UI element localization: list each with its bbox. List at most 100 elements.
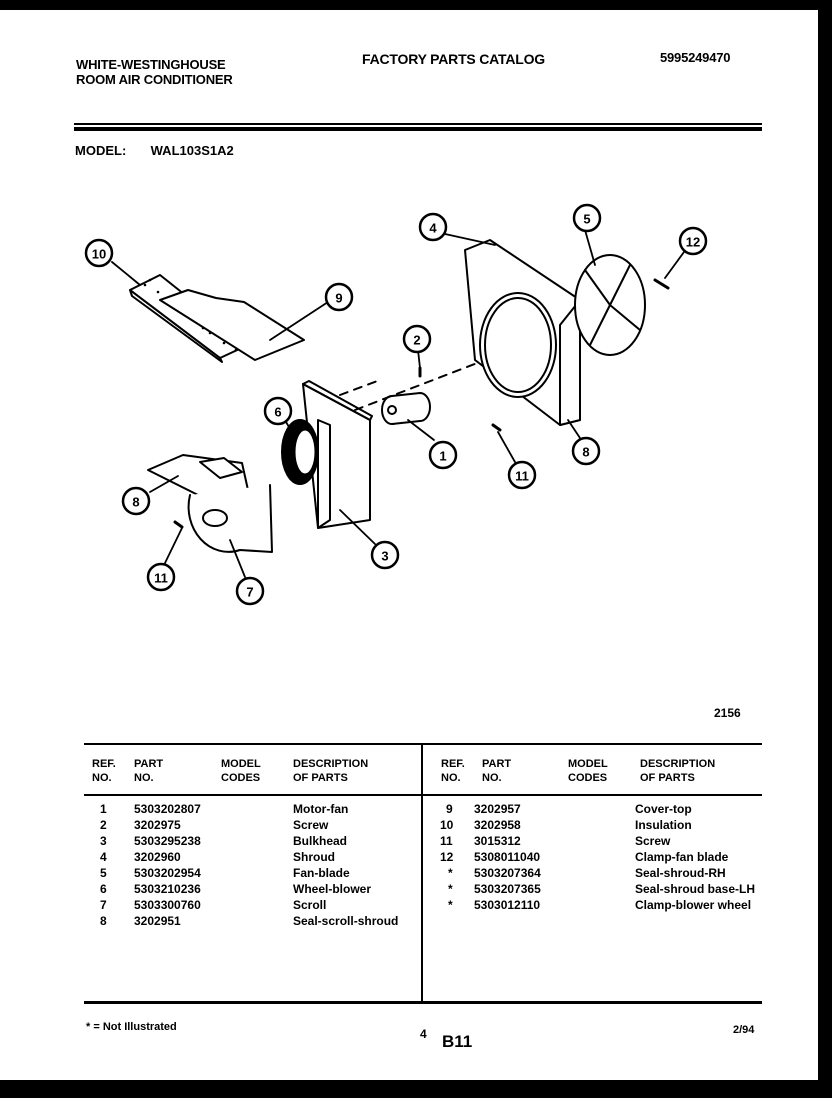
ref-cell: 7 [100, 898, 107, 912]
svg-text:8: 8 [132, 495, 139, 510]
desc-cell: Insulation [635, 818, 692, 832]
part-cell: 3202975 [134, 818, 181, 832]
svg-text:12: 12 [686, 235, 700, 250]
callout-9: 9 [324, 282, 354, 312]
svg-text:6: 6 [274, 405, 281, 420]
part-cell: 3202957 [474, 802, 521, 816]
svg-text:10: 10 [92, 247, 106, 262]
ref-cell: 11 [440, 834, 453, 848]
brand-name: WHITE-WESTINGHOUSE [76, 57, 226, 72]
scroll-part [147, 454, 273, 553]
desc-cell: Clamp-fan blade [635, 850, 729, 864]
callout-8-right: 8 [571, 436, 601, 466]
not-illustrated-legend: * = Not Illustrated [86, 1021, 177, 1033]
svg-text:4: 4 [429, 221, 437, 236]
product-type: ROOM AIR CONDITIONER [76, 72, 233, 87]
part-cell: 5303202807 [134, 802, 201, 816]
desc-cell: Seal-scroll-shroud [293, 914, 399, 928]
part-cell: 5303202954 [134, 866, 201, 880]
svg-text:11: 11 [154, 571, 168, 586]
exploded-parts-diagram: 1 2 3 4 5 6 7 8 8 9 10 11 11 12 [84, 203, 708, 606]
header-divider-thick [74, 127, 762, 131]
callout-1: 1 [428, 440, 458, 470]
fan-blade-part [574, 254, 646, 356]
page-border-bottom [0, 1080, 832, 1098]
header-ref-no-right: REF.NO. [441, 758, 465, 784]
callout-11-right: 11 [507, 460, 537, 490]
callout-2: 2 [402, 324, 432, 354]
desc-cell: Screw [293, 818, 329, 832]
ref-cell: * [448, 866, 453, 880]
ref-cell: 2 [100, 818, 107, 832]
part-cell: 5303012110 [474, 898, 541, 912]
part-cell: 5303295238 [134, 834, 201, 848]
blower-wheel-part [281, 419, 319, 485]
ref-cell: 9 [446, 802, 453, 816]
shroud-part [464, 239, 581, 426]
callout-11-left: 11 [146, 562, 176, 592]
svg-text:1: 1 [439, 449, 446, 464]
ref-cell: 4 [100, 850, 107, 864]
desc-cell: Bulkhead [293, 834, 348, 848]
ref-cell: * [448, 898, 453, 912]
desc-cell: Clamp-blower wheel [635, 898, 752, 912]
header-divider [74, 123, 762, 125]
callout-10: 10 [84, 238, 114, 268]
svg-text:9: 9 [335, 291, 342, 306]
desc-cell: Screw [635, 834, 671, 848]
table-header-rule [84, 794, 762, 796]
callout-5: 5 [572, 203, 602, 233]
ref-cell: 3 [100, 834, 107, 848]
ref-cell: 12 [440, 850, 454, 864]
desc-cell: Shroud [293, 850, 335, 864]
part-cell: 3202958 [474, 818, 521, 832]
ref-cell: 1 [100, 802, 107, 816]
ref-cell: * [448, 882, 453, 896]
part-cell: 5303210236 [134, 882, 201, 896]
part-cell: 5303207365 [474, 882, 541, 896]
desc-cell: Seal-shroud-RH [635, 866, 726, 880]
svg-text:2: 2 [413, 333, 420, 348]
model-label: MODEL: [75, 143, 127, 158]
table-top-rule [84, 743, 762, 745]
desc-cell: Fan-blade [293, 866, 350, 880]
ref-cell: 10 [440, 818, 454, 832]
svg-text:8: 8 [582, 445, 589, 460]
page-number: 4 [420, 1027, 427, 1041]
callout-12: 12 [678, 226, 708, 256]
svg-text:11: 11 [515, 469, 529, 484]
table-bottom-rule [84, 1001, 762, 1004]
desc-cell: Seal-shroud base-LH [635, 882, 756, 896]
callout-6: 6 [263, 396, 293, 426]
part-cell: 3015312 [474, 834, 521, 848]
cover-top-part [159, 289, 305, 361]
model-line: MODEL: WAL103S1A2 [75, 143, 234, 158]
revision-date: 2/94 [733, 1024, 755, 1036]
header-ref-no-left: REF.NO. [92, 758, 116, 784]
part-cell: 5303207364 [474, 866, 541, 880]
part-cell: 5303300760 [134, 898, 201, 912]
ref-cell: 8 [100, 914, 107, 928]
figure-number: 2156 [714, 706, 741, 720]
svg-text:7: 7 [246, 585, 253, 600]
desc-cell: Cover-top [635, 802, 692, 816]
svg-text:3: 3 [381, 549, 388, 564]
brand-block: WHITE-WESTINGHOUSE ROOM AIR CONDITIONER [76, 57, 233, 87]
svg-text:5: 5 [583, 212, 590, 227]
callout-4: 4 [418, 212, 448, 242]
callout-8-left: 8 [121, 486, 151, 516]
part-cell: 5308011040 [474, 850, 541, 864]
catalog-title: FACTORY PARTS CATALOG [362, 51, 545, 67]
catalog-number: 5995249470 [660, 50, 731, 65]
model-number: WAL103S1A2 [150, 143, 234, 158]
ref-cell: 6 [100, 882, 107, 896]
motor-part [381, 392, 431, 425]
page-border-top [0, 0, 832, 10]
